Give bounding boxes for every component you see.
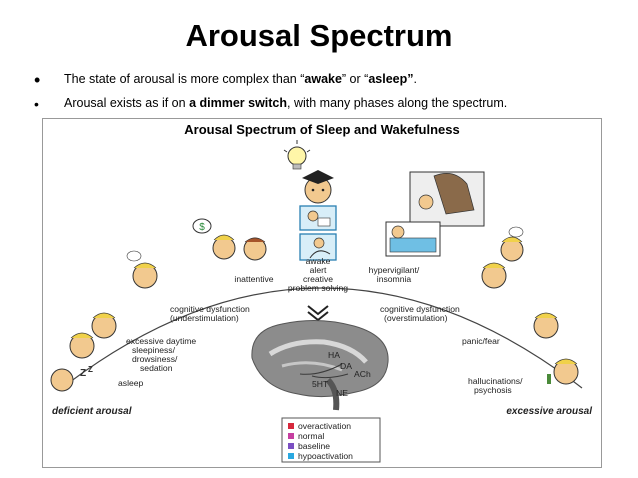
- thinker-icon: [299, 233, 337, 261]
- label-asleep: asleep: [118, 378, 144, 388]
- bored-face-icon-1: [126, 250, 158, 289]
- label-cognitive-under-2: (understimulation): [170, 313, 239, 323]
- label-brain-ha: HA: [328, 350, 340, 360]
- lightbulb-icon: [283, 140, 311, 170]
- sleepy-face-icon: [69, 332, 95, 359]
- graduate-face-icon: [302, 170, 334, 204]
- legend-label-overactivation: overactivation: [298, 421, 351, 431]
- label-brain-5ht: 5HT: [312, 379, 329, 389]
- legend-label-normal: normal: [298, 431, 324, 441]
- anxious-face-icon: [533, 312, 559, 339]
- arousal-spectrum-figure: Arousal Spectrum of Sleep and Wakefulnes…: [42, 118, 602, 468]
- svg-text:Z: Z: [80, 368, 86, 379]
- bullet-1-bold-awake: awake: [304, 72, 342, 86]
- bullet-icon: •: [34, 70, 41, 90]
- svg-text:$: $: [199, 222, 205, 233]
- frightened-person-scene-icon: [409, 171, 485, 227]
- label-sleepiness-4: sedation: [140, 363, 173, 373]
- label-excessive-arousal: excessive arousal: [506, 406, 592, 417]
- label-sleepiness-2: sleepiness/: [132, 345, 176, 355]
- bullet-1-text-a: The state of arousal is more complex tha…: [64, 72, 305, 86]
- spectrum-arc: [61, 287, 583, 389]
- bullet-icon: •: [34, 96, 39, 112]
- bullet-2-text-b: , with many phases along the spectrum.: [287, 96, 508, 110]
- figure-title: Arousal Spectrum of Sleep and Wakefulnes…: [184, 122, 459, 137]
- label-hypervigilant-1: hypervigilant/: [369, 265, 420, 275]
- bullet-1-bold-asleep: asleep”: [368, 72, 414, 86]
- label-hallucinations-1: hallucinations/: [468, 376, 523, 386]
- label-brain-da: DA: [340, 361, 352, 371]
- money-thought-face-icon: $: [192, 218, 236, 260]
- label-cognitive-under-1: cognitive dysfunction: [170, 304, 250, 314]
- legend-swatch-normal: [288, 433, 294, 439]
- label-hallucinations-2: psychosis: [474, 385, 512, 395]
- label-awake: awake: [306, 256, 331, 266]
- computer-user-icon: [299, 205, 337, 231]
- bullet-1-text-c: .: [413, 72, 417, 86]
- legend-swatch-hypoactivation: [288, 453, 294, 459]
- bored-face-icon-2: [91, 312, 117, 339]
- label-cognitive-over-1: cognitive dysfunction: [380, 304, 460, 314]
- label-deficient-arousal: deficient arousal: [52, 406, 132, 417]
- legend-swatch-baseline: [288, 443, 294, 449]
- label-hypervigilant-2: insomnia: [377, 274, 412, 284]
- legend: overactivation normal baseline hypoactiv…: [281, 417, 381, 463]
- svg-text:Z: Z: [88, 365, 93, 374]
- hallucinating-face-icon: [547, 358, 579, 385]
- label-inattentive: inattentive: [234, 274, 273, 284]
- label-alert: alert: [310, 265, 327, 275]
- worried-face-icon-2: [481, 262, 507, 289]
- worried-face-icon-1: [500, 226, 524, 262]
- label-brain-ach: ACh: [354, 369, 371, 379]
- label-sleepiness-3: drowsiness/: [132, 354, 178, 364]
- legend-label-hypoactivation: hypoactivation: [298, 451, 353, 461]
- legend-swatch-overactivation: [288, 423, 294, 429]
- asleep-face-icon: Z Z: [50, 365, 93, 392]
- legend-label-baseline: baseline: [298, 441, 330, 451]
- bullet-2-text-a: Arousal exists as if on: [64, 96, 190, 110]
- label-sleepiness-1: excessive daytime: [126, 336, 196, 346]
- label-problem-solving: problem solving: [288, 283, 348, 293]
- insomnia-bed-icon: [385, 221, 441, 257]
- bullet-2-bold-dimmer: a dimmer switch: [189, 96, 288, 110]
- talking-face-icon: [243, 237, 267, 261]
- brain-diagram: [251, 319, 389, 411]
- label-cognitive-over-2: (overstimulation): [384, 313, 448, 323]
- label-panic-fear: panic/fear: [462, 336, 500, 346]
- label-creative: creative: [303, 274, 333, 284]
- slide-title: Arousal Spectrum: [185, 18, 453, 53]
- label-brain-ne: NE: [336, 388, 348, 398]
- bullet-1-text-b: ” or “: [341, 72, 369, 86]
